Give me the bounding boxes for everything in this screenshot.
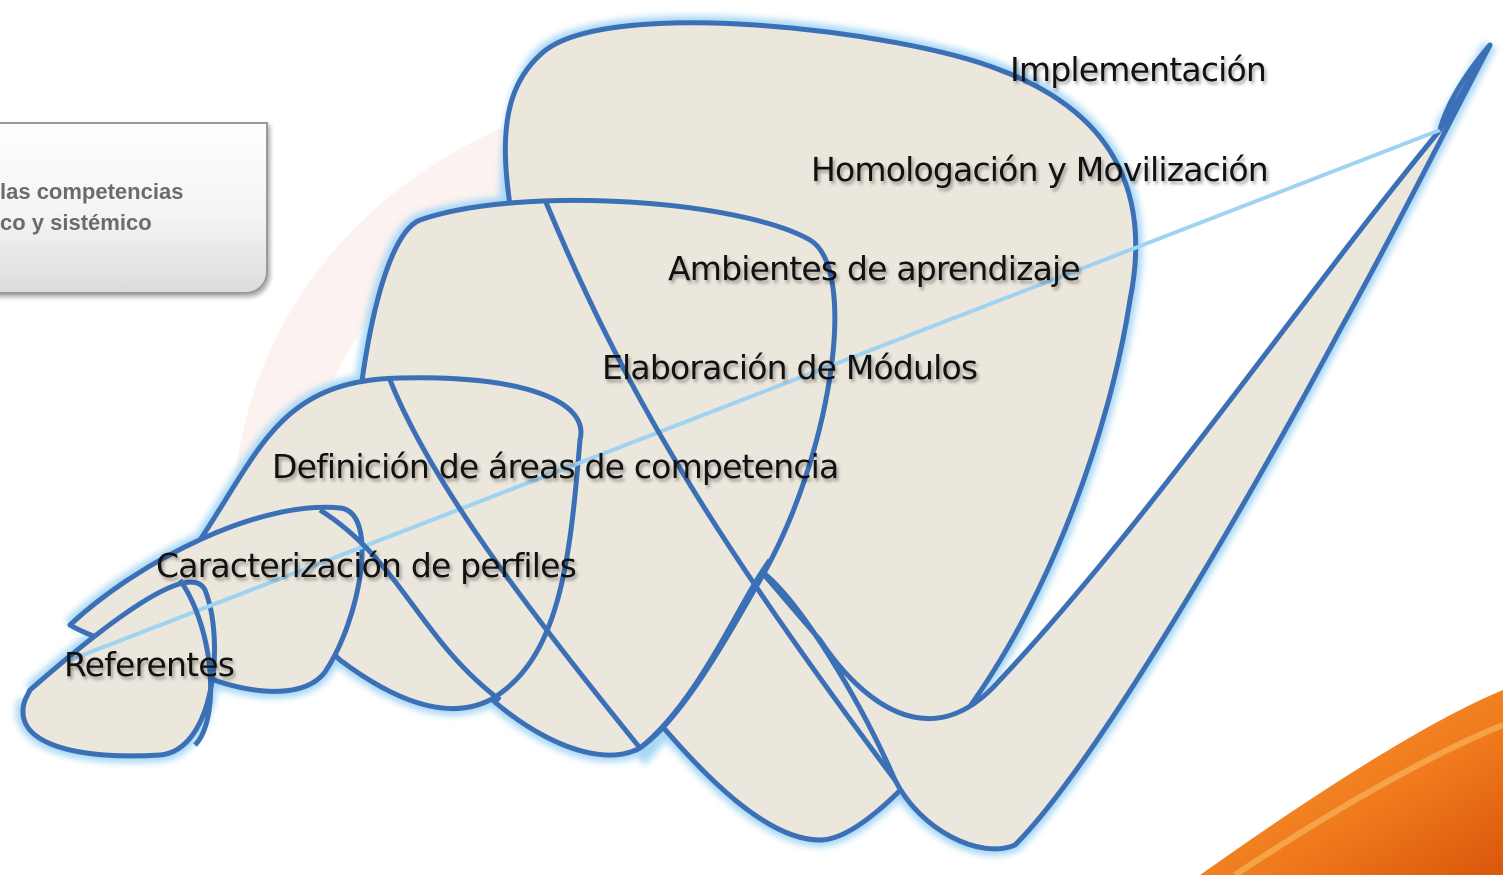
stage-label-homologacion: Homologación y Movilización [811,150,1269,189]
progress-diagonal-line [69,128,1441,662]
callout-line-1: las competencias [0,179,184,204]
orange-swoosh [1200,690,1503,875]
callout-text: las competencias co y sistémico [0,176,183,238]
stage-label-caracterizacion: Caracterización de perfiles [156,546,577,585]
loop-crossing-5 [638,558,773,750]
stage-label-implementacion: Implementación [1010,50,1267,89]
loop-definicion [197,375,584,711]
stage-label-ambientes: Ambientes de aprendizaje [668,249,1081,288]
loop-crossing-6 [1437,43,1493,132]
loop-crossing-3 [387,379,642,750]
callout-line-2: co y sistémico [0,210,152,235]
stage-label-referentes: Referentes [64,645,235,684]
callout-box [0,122,268,294]
loop-crossing-2 [318,507,502,702]
loop-tail [757,42,1493,852]
loop-crossing-1 [177,578,214,747]
loop-crossing-4 [542,199,898,782]
orange-swoosh-highlight [1233,722,1503,875]
stage-label-definicion: Definición de áreas de competencia [272,447,839,486]
stage-label-modulos: Elaboración de Módulos [602,348,978,387]
